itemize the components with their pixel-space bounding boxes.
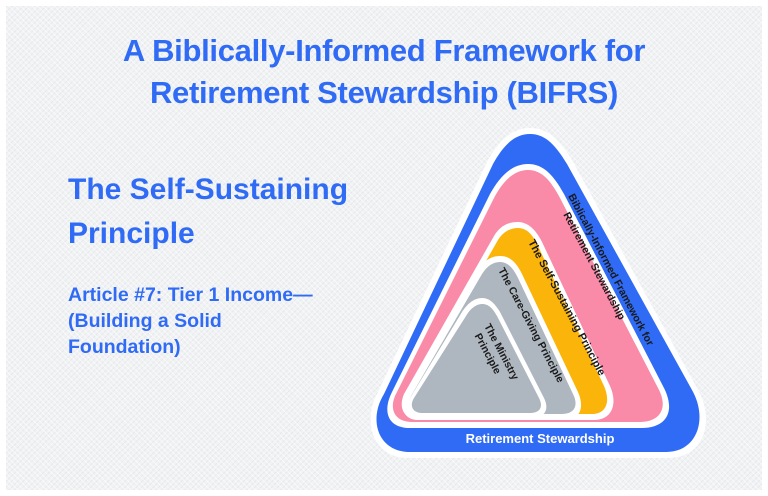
subtitle-line-1: The Self-Sustaining — [68, 173, 349, 206]
article-line-1: Article #7: Tier 1 Income— — [68, 284, 313, 306]
article-line-2: (Building a Solid — [68, 310, 222, 332]
ministry-layer — [411, 304, 541, 413]
title-line-2: Retirement Stewardship (BIFRS) — [149, 75, 619, 110]
subtitle-line-2: Principle — [68, 217, 195, 250]
outer-layer-label: Retirement Stewardship — [466, 431, 615, 446]
title-line-1: A Biblically-Informed Framework for — [122, 33, 646, 68]
article-heading: Article #7: Tier 1 Income— (Building a S… — [68, 282, 313, 360]
page-title: A Biblically-Informed Framework for Reti… — [0, 30, 768, 114]
background-canvas — [6, 6, 762, 490]
section-subtitle: The Self-Sustaining Principle — [68, 168, 348, 256]
article-line-3: Foundation) — [68, 336, 181, 358]
